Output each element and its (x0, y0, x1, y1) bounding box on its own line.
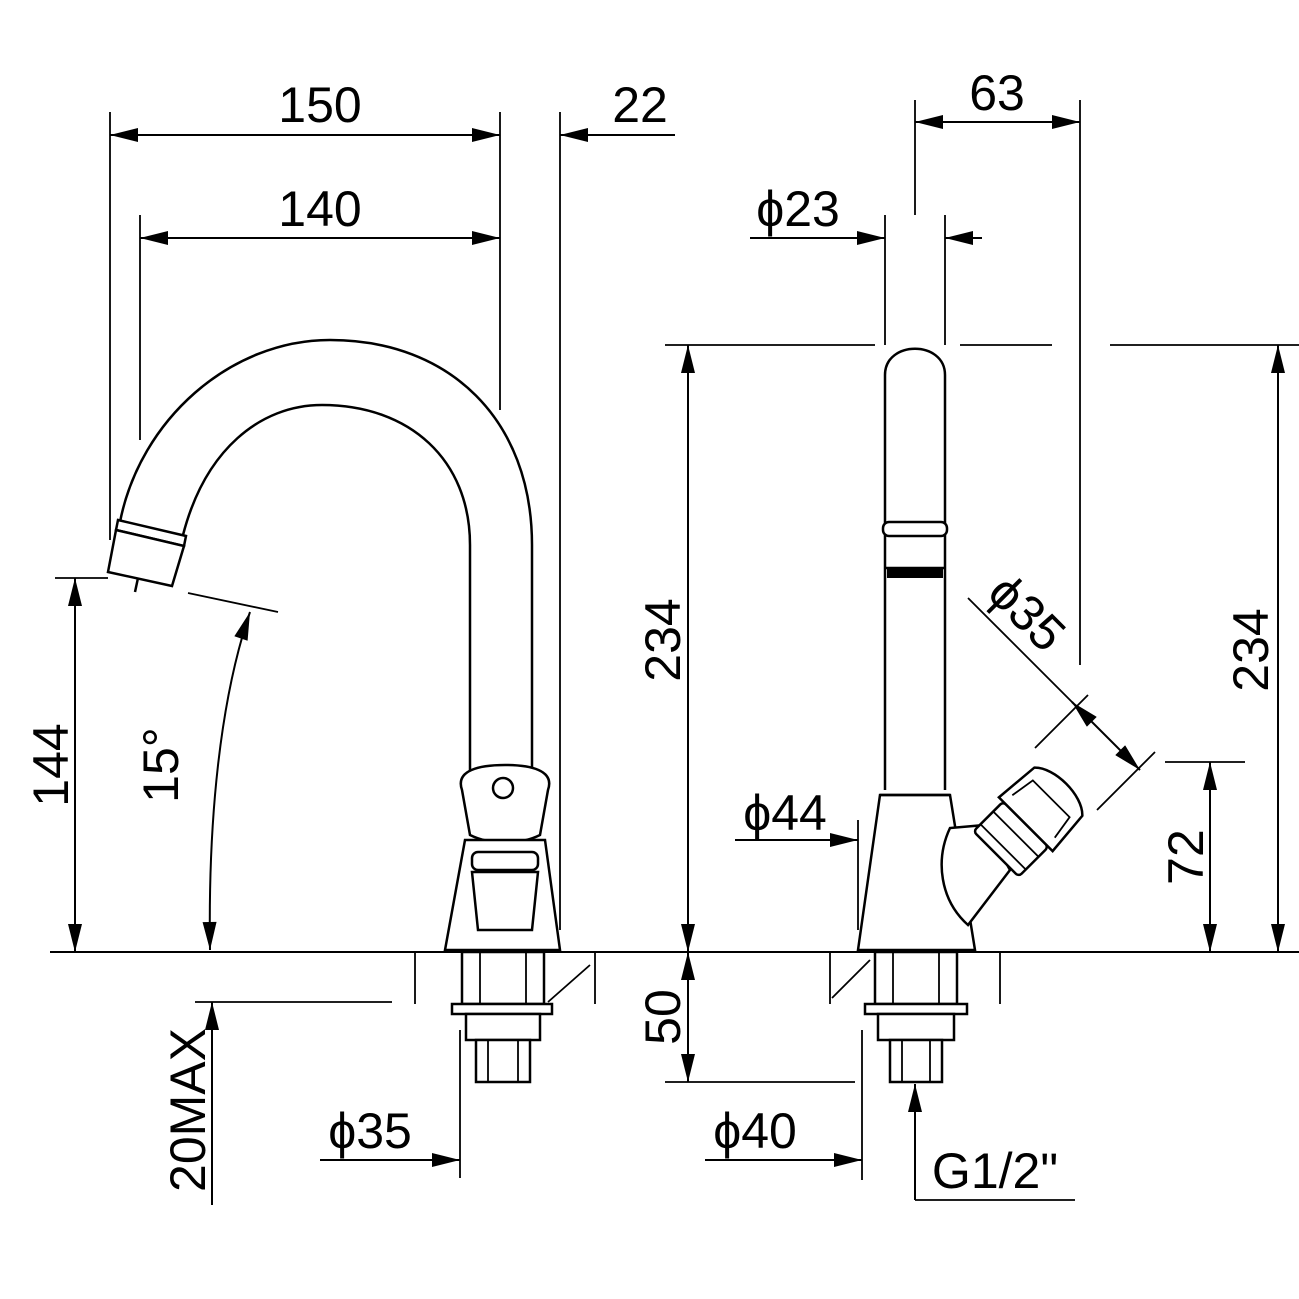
label-72: 72 (1158, 829, 1214, 885)
label-phi35-handle: ϕ35 (978, 564, 1077, 663)
label-234-left: 234 (635, 598, 691, 681)
spout-inner (181, 403, 472, 770)
label-140: 140 (278, 181, 361, 237)
washer-side (863, 1002, 969, 1016)
label-15deg: 15° (133, 727, 189, 803)
nozzle (106, 528, 186, 588)
spout-ring (881, 520, 949, 538)
tap-body (443, 838, 562, 952)
label-phi44: ϕ44 (743, 785, 827, 841)
label-22: 22 (612, 77, 668, 133)
label-phi23: ϕ23 (756, 181, 840, 237)
mounting-shank (460, 950, 546, 1006)
label-234-right: 234 (1223, 608, 1279, 691)
label-63: 63 (969, 65, 1025, 121)
label-20max: 20MAX (160, 1028, 216, 1192)
label-50: 50 (635, 989, 691, 1045)
label-144: 144 (23, 723, 79, 806)
label-phi35-base: ϕ35 (328, 1103, 412, 1159)
angle-15 (202, 611, 251, 951)
label-150: 150 (278, 77, 361, 133)
spout-outer (118, 338, 534, 770)
thread-connector-side (888, 1038, 944, 1084)
lever-handle (973, 766, 1084, 877)
dimension-phi35-handle (1071, 701, 1141, 771)
label-phi40: ϕ40 (713, 1103, 797, 1159)
label-thread: G1/2" (932, 1143, 1058, 1199)
aerator (887, 568, 943, 578)
lock-nut-side (876, 1012, 956, 1042)
thread-connector (474, 1038, 532, 1084)
push-button-knob (459, 763, 551, 844)
side-view: 63 ϕ23 234 234 (635, 65, 1299, 1201)
mounting-shank-side (873, 950, 959, 1006)
washer (450, 1002, 554, 1016)
front-view: 150 22 140 144 15 (23, 77, 675, 1205)
lock-nut (464, 1012, 542, 1042)
